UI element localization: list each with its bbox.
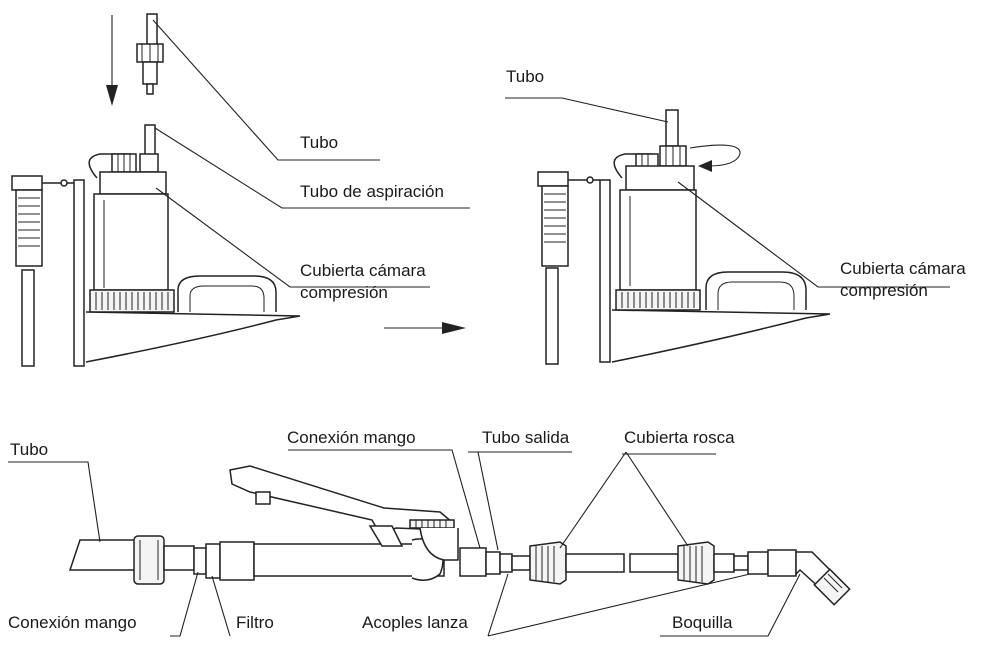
- rotation-arrow-icon: [689, 144, 741, 172]
- label-tubo-aspiracion: Tubo de aspiración: [300, 182, 444, 201]
- down-arrow-icon: [106, 15, 118, 106]
- pump-assembly-right: [537, 109, 831, 365]
- label-tubo-top-left: Tubo: [300, 133, 338, 152]
- label-cubierta-left-2: compresión: [300, 283, 388, 302]
- knurl-ring-right: [621, 292, 695, 308]
- label-conexion-mango-bottom: Conexión mango: [8, 613, 137, 632]
- right-arrow-icon: [384, 322, 466, 334]
- lance-assembly: [68, 465, 851, 606]
- label-cubierta-rosca: Cubierta rosca: [624, 428, 735, 447]
- label-cubierta-right-1: Cubierta cámara: [840, 259, 966, 278]
- label-tubo-bottom: Tubo: [10, 440, 48, 459]
- label-cubierta-left-1: Cubierta cámara: [300, 261, 426, 280]
- label-acoples-lanza: Acoples lanza: [362, 613, 468, 632]
- label-tubo-salida: Tubo salida: [482, 428, 570, 447]
- knurl-ring-left: [95, 292, 169, 310]
- label-boquilla: Boquilla: [672, 613, 733, 632]
- nozzle-tip: [813, 568, 851, 606]
- label-filtro: Filtro: [236, 613, 274, 632]
- label-conexion-mango-top: Conexión mango: [287, 428, 416, 447]
- pump-assembly-left: [11, 13, 301, 367]
- label-tubo-top-right: Tubo: [506, 67, 544, 86]
- label-cubierta-right-2: compresión: [840, 281, 928, 300]
